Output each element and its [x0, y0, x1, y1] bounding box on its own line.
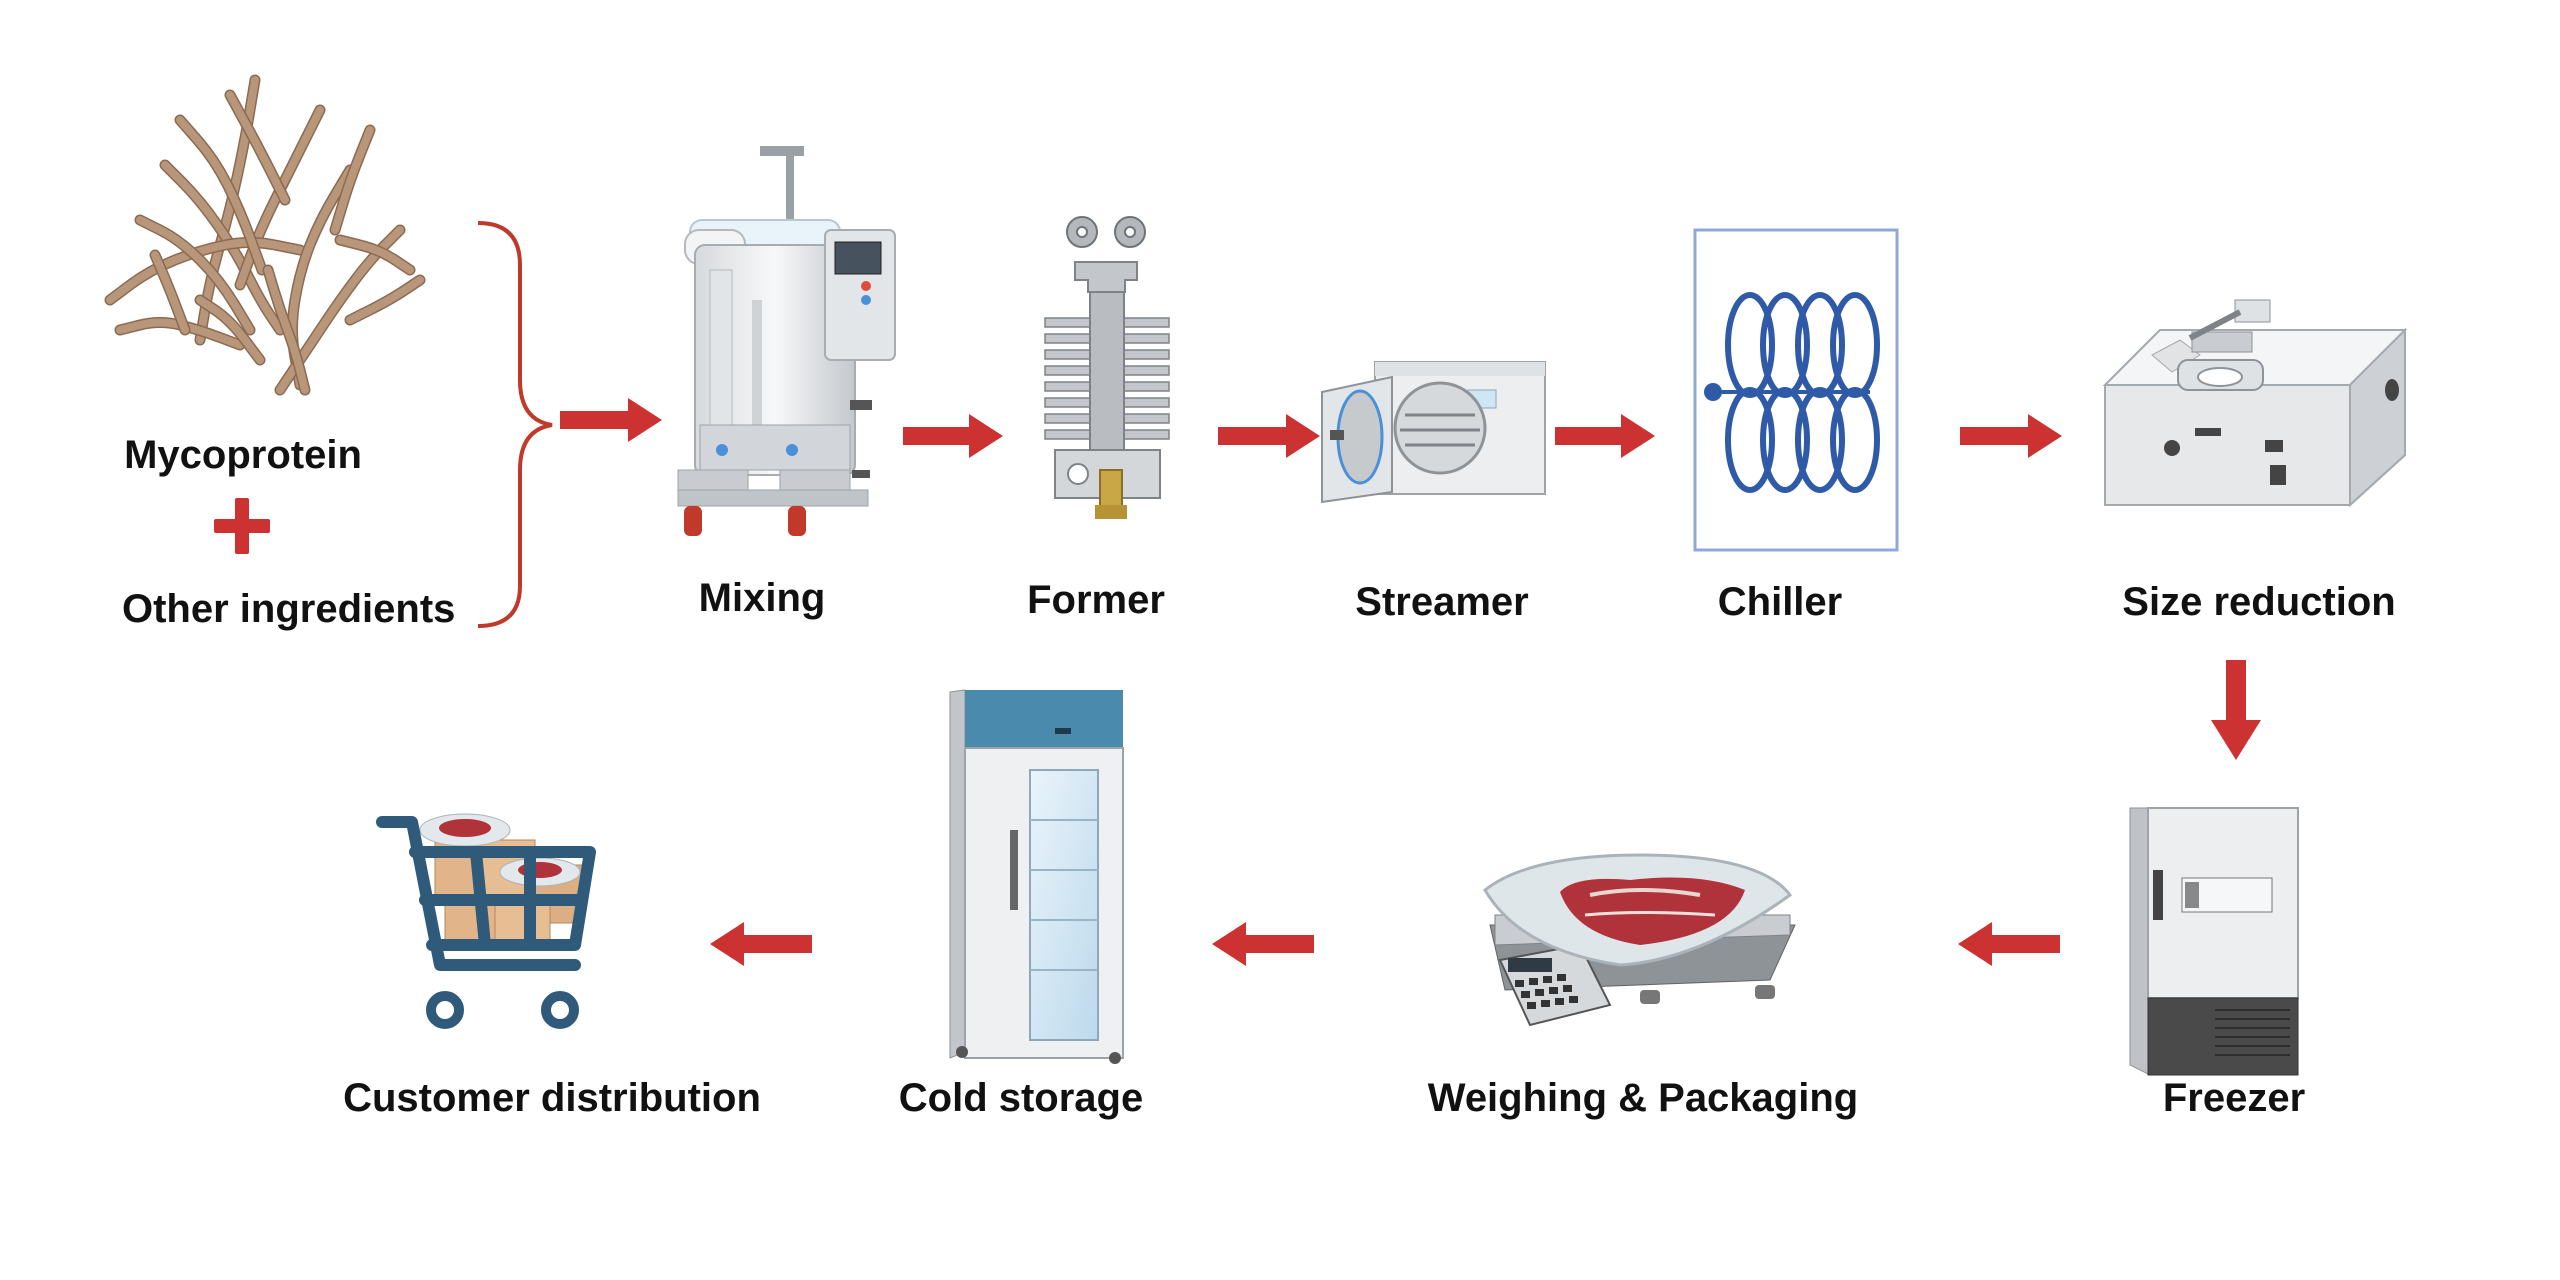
mycoprotein-fungus-icon — [104, 74, 426, 396]
flow-arrow-right — [1960, 414, 2062, 458]
flow-arrow-down — [2211, 660, 2261, 760]
bioreactor-mixer-icon — [677, 146, 896, 536]
flow-arrow-right — [560, 398, 662, 442]
step-label-mixing: Mixing — [698, 576, 826, 620]
step-label-former: Former — [1027, 578, 1165, 622]
plus-icon — [214, 498, 270, 554]
flow-arrow-right — [1555, 414, 1655, 458]
flow-arrow-left — [1212, 922, 1314, 966]
flow-arrow-right — [903, 414, 1003, 458]
step-label-size-reduction: Size reduction — [2122, 580, 2396, 624]
freezer-icon — [2129, 807, 2299, 1076]
other-ingredients-label: Other ingredients — [122, 587, 456, 631]
step-label-freezer: Freezer — [2162, 1076, 2306, 1120]
chiller-coil-icon — [1693, 228, 1899, 552]
step-label-weighing-packaging: Weighing & Packaging — [1427, 1076, 1859, 1120]
flow-arrows — [560, 398, 2261, 966]
extruder-former-icon — [1044, 216, 1170, 519]
step-label-streamer: Streamer — [1355, 580, 1529, 624]
shopping-cart-icon — [376, 813, 596, 1029]
flow-arrow-left — [1958, 922, 2060, 966]
scale-meat-package-icon — [1483, 853, 1796, 1027]
size-reduction-machine-icon — [2102, 299, 2408, 508]
gear-icon — [1066, 216, 1146, 248]
mycoprotein-label: Mycoprotein — [124, 433, 362, 477]
flow-arrow-right — [1218, 414, 1320, 458]
step-label-cold-storage: Cold storage — [898, 1076, 1144, 1120]
step-label-chiller: Chiller — [1717, 580, 1843, 624]
step-label-customer-distribution: Customer distribution — [343, 1076, 761, 1120]
flow-arrow-left — [710, 922, 812, 966]
steamer-oven-icon — [1321, 361, 1546, 504]
grouping-brace — [477, 221, 553, 628]
fridge-icon — [949, 689, 1124, 1064]
